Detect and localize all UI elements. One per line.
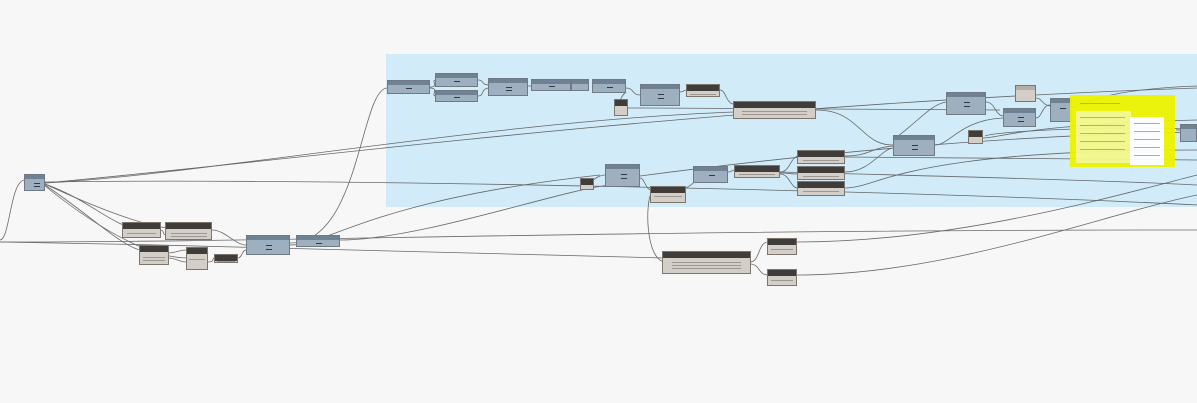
wire [167, 257, 187, 263]
wire [237, 249, 247, 259]
function-node[interactable] [605, 164, 640, 187]
wire [796, 194, 1197, 276]
code-node[interactable] [580, 178, 594, 190]
wire [1035, 104, 1051, 119]
function-node[interactable] [693, 166, 728, 183]
wire [44, 185, 189, 259]
function-node[interactable] [640, 84, 680, 106]
function-node[interactable] [946, 92, 986, 115]
wire [167, 249, 187, 254]
wire [719, 89, 735, 105]
wire [892, 101, 947, 141]
wire [429, 87, 437, 97]
wire [844, 147, 894, 173]
watch-node[interactable] [1015, 85, 1036, 102]
code-node[interactable] [186, 247, 208, 270]
wire [796, 174, 1197, 243]
function-node[interactable] [435, 90, 478, 102]
code-node[interactable] [968, 130, 983, 144]
code-node[interactable] [650, 186, 686, 203]
wire [779, 173, 799, 189]
code-node[interactable] [139, 245, 169, 265]
code-node[interactable] [122, 222, 161, 238]
wire [429, 79, 437, 88]
wire [815, 109, 894, 146]
code-node[interactable] [614, 99, 628, 116]
code-node[interactable] [686, 84, 720, 97]
code-node[interactable] [767, 269, 797, 286]
function-node[interactable] [1180, 124, 1197, 142]
code-block-node[interactable] [733, 101, 816, 119]
wire [211, 229, 247, 246]
wire [0, 229, 1197, 243]
code-block-node[interactable] [662, 251, 751, 274]
wire [779, 172, 799, 175]
function-node[interactable] [531, 79, 571, 91]
wire [844, 145, 894, 157]
code-node[interactable] [797, 150, 845, 164]
function-node[interactable] [387, 80, 430, 94]
function-node[interactable] [435, 73, 478, 87]
function-node[interactable] [1050, 98, 1072, 122]
wire [749, 263, 769, 276]
wire [625, 87, 641, 96]
function-node[interactable] [893, 135, 935, 156]
wire [477, 79, 491, 86]
function-node[interactable] [571, 79, 589, 91]
code-node[interactable] [797, 166, 845, 180]
wire [779, 155, 799, 173]
input-node[interactable] [24, 174, 45, 191]
function-node[interactable] [1003, 108, 1036, 127]
wire [1035, 97, 1051, 107]
wire [0, 179, 26, 241]
code-node[interactable] [797, 181, 845, 196]
code-node[interactable] [734, 165, 780, 178]
function-node[interactable] [488, 78, 528, 96]
code-node[interactable] [767, 238, 797, 255]
wire [749, 241, 769, 263]
wire [985, 101, 1004, 117]
wire [207, 257, 215, 263]
selected-watch-node[interactable] [1070, 95, 1175, 167]
code-node[interactable] [165, 222, 212, 240]
wire [477, 87, 491, 97]
function-node[interactable] [592, 79, 626, 93]
code-node[interactable] [214, 254, 238, 263]
function-node[interactable] [246, 235, 290, 255]
function-node[interactable] [296, 235, 340, 247]
